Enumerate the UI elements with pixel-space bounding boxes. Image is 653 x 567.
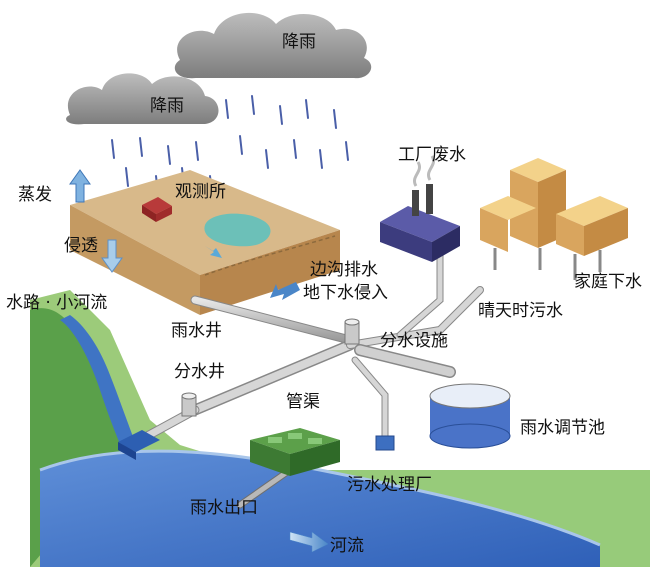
- factory: [380, 155, 460, 262]
- diversion-facility: [344, 318, 360, 345]
- rain-label-right: 降雨: [282, 32, 316, 52]
- factory-wastewater-label: 工厂废水: [398, 145, 466, 165]
- diversion-well: [181, 392, 197, 417]
- cloud-left: [66, 73, 219, 125]
- dry-weather-sewage-label: 晴天时污水: [478, 301, 563, 321]
- groundwater-arrow: [270, 282, 300, 300]
- houses: [480, 158, 628, 280]
- river-flow-label: 河流: [330, 536, 364, 556]
- infiltration-label: 侵透: [64, 236, 98, 256]
- rain-label-left: 降雨: [150, 96, 184, 116]
- domestic-wastewater-label: 家庭下水: [574, 272, 642, 292]
- stream: [60, 315, 140, 455]
- river-flow-arrow: [289, 531, 329, 553]
- evaporation-label: 蒸发: [18, 185, 52, 205]
- side-ditch-label: 边沟排水: [310, 260, 378, 280]
- terrain-block: [70, 170, 340, 315]
- waterway-stream-label: 水路 · 小河流: [6, 293, 108, 313]
- observatory-label: 观测所: [175, 182, 226, 202]
- evaporation-arrow: [69, 169, 91, 203]
- infiltration-arrow: [101, 239, 123, 273]
- rain-well-label: 雨水井: [171, 321, 222, 341]
- rain-outlet-label: 雨水出口: [190, 498, 258, 518]
- conduit-label: 管渠: [286, 392, 320, 412]
- sewage-plant-label: 污水处理厂: [347, 475, 432, 495]
- pipe-network: [135, 246, 484, 509]
- diversion-facility-label: 分水设施: [380, 331, 448, 351]
- sewage-treatment-plant: [250, 428, 340, 476]
- rain-outlet-structure: [118, 430, 160, 460]
- diversion-well-label: 分水井: [174, 362, 225, 382]
- pump-box: [375, 435, 395, 451]
- rainwater-storage-tank: [429, 383, 511, 449]
- groundwater-intrusion-label: 地下水侵入: [303, 283, 388, 303]
- pond-flow-arrow: [205, 246, 222, 258]
- cloud-right: [174, 12, 372, 79]
- rainwater-storage-label: 雨水调节池: [520, 418, 605, 438]
